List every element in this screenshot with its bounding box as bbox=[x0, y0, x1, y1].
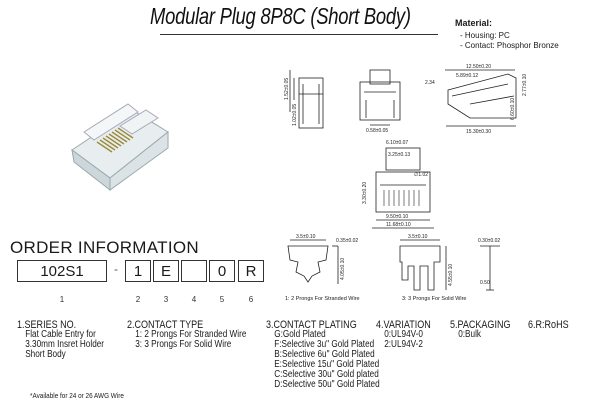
section-series-heading: 1.SERIES NO. bbox=[17, 319, 77, 331]
section-packaging-heading: 5.PACKAGING bbox=[450, 319, 511, 331]
prong-solid-caption: 3: 3 Prongs For Solid Wire bbox=[402, 296, 467, 302]
section-plating-heading: 3.CONTACT PLATING bbox=[266, 319, 357, 331]
position-4: 4 bbox=[191, 295, 197, 304]
section-series-line: Flat Cable Entry for bbox=[25, 329, 96, 340]
dim-top-len2: 5.89±0.12 bbox=[456, 73, 479, 79]
side-view bbox=[289, 70, 324, 129]
order-info-heading: ORDER INFORMATION bbox=[10, 238, 199, 257]
section-packaging-line: 0:Bulk bbox=[458, 329, 481, 340]
section-plating-line: B:Selective 6u" Gold Plated bbox=[274, 349, 375, 360]
dim-body-h: 3.30±0.20 bbox=[362, 181, 368, 204]
material-housing: - Housing: PC bbox=[460, 31, 510, 40]
dim-body-w: 6.10±0.07 bbox=[386, 140, 409, 146]
dim-top-h: 2.77±0.10 bbox=[522, 73, 528, 96]
material-contact: - Contact: Phosphor Bronze bbox=[460, 41, 559, 50]
dim-front-height: 2.34 bbox=[425, 80, 435, 86]
plug-photo bbox=[71, 103, 169, 192]
dim-prong-b-gap: 0.30±0.02 bbox=[478, 238, 501, 244]
dim-angle: ∅1.02 bbox=[414, 172, 429, 178]
code-dash: - bbox=[114, 262, 118, 276]
section-rohs-heading: 6.R:RoHS bbox=[528, 319, 569, 331]
dim-prong-a-h: 4.05±0.10 bbox=[340, 257, 346, 280]
section-rohs: 6.R:RoHS bbox=[528, 319, 569, 331]
section-contact-type-line: 1: 2 Prongs For Stranded Wire bbox=[135, 329, 247, 340]
prong-stranded-drawing bbox=[287, 239, 339, 284]
code-box-variation-blank bbox=[181, 260, 207, 282]
position-1: 1 bbox=[59, 295, 65, 304]
section-contact-type: 2.CONTACT TYPE 1: 2 Prongs For Stranded … bbox=[127, 320, 246, 350]
front-view bbox=[359, 69, 401, 126]
section-series-line: 3.30mm Insret Holder bbox=[25, 339, 105, 350]
dim-prong-b-tip: 0.50 bbox=[480, 280, 490, 286]
section-variation-line: 0:UL94V-0 bbox=[384, 329, 423, 340]
section-plating-line: E:Selective 15u" Gold Plated bbox=[274, 359, 380, 370]
section-packaging: 5.PACKAGING 0:Bulk bbox=[450, 320, 510, 340]
material-heading: Material: bbox=[455, 18, 493, 28]
top-view bbox=[445, 69, 517, 127]
dim-side-height2: 1.02±0.05 bbox=[292, 103, 298, 126]
page-title: Modular Plug 8P8C (Short Body) bbox=[150, 3, 411, 29]
section-plating-line: C:Selective 30u" Gold plated bbox=[274, 369, 379, 380]
position-3: 3 bbox=[163, 295, 169, 304]
dim-side-height: 1.52±0.05 bbox=[284, 77, 290, 100]
section-series: 1.SERIES NO. Flat Cable Entry for 3.30mm… bbox=[17, 320, 104, 360]
section-plating-line: D:Selective 50u" Gold Plated bbox=[274, 379, 380, 390]
position-2: 2 bbox=[135, 295, 141, 304]
code-box-series: 102S1 bbox=[17, 260, 107, 282]
position-6: 6 bbox=[248, 295, 254, 304]
dim-prong-a-gap: 0.35±0.02 bbox=[336, 238, 359, 244]
section-plating-line: G:Gold Plated bbox=[274, 329, 326, 340]
section-variation-line: 2:UL94V-2 bbox=[384, 339, 423, 350]
position-5: 5 bbox=[219, 295, 225, 304]
code-box-variation: 0 bbox=[209, 260, 235, 282]
dim-top-base: 15.30±0.30 bbox=[466, 129, 491, 135]
section-series-line: Short Body bbox=[25, 349, 66, 360]
dim-top-total-h: 6.60±0.10 bbox=[510, 97, 516, 120]
code-box-contact-type: 1 bbox=[125, 260, 151, 282]
dim-body-w2: 3.25±0.13 bbox=[388, 152, 411, 158]
section-view bbox=[480, 245, 500, 291]
section-contact-type-line: 3: 3 Prongs For Solid Wire bbox=[135, 339, 232, 350]
section-variation-heading: 4.VARIATION bbox=[376, 319, 431, 331]
section-variation: 4.VARIATION 0:UL94V-0 2:UL94V-2 bbox=[376, 320, 431, 350]
title-underline bbox=[160, 34, 438, 35]
dim-front-width: 0.58±0.05 bbox=[366, 128, 389, 134]
prong-stranded-caption: 1: 2 Prongs For Stranded Wire bbox=[285, 296, 360, 302]
section-plating: 3.CONTACT PLATING G:Gold Plated F:Select… bbox=[266, 320, 380, 390]
dim-prong-b-h: 4.55±0.10 bbox=[448, 263, 454, 286]
section-plating-line: F:Selective 3u" Gold Plated bbox=[274, 339, 375, 350]
dim-pitch-w: 9.50±0.10 bbox=[386, 214, 409, 220]
prong-solid-drawing bbox=[399, 239, 447, 291]
dim-prong-b-w: 3.5±0.10 bbox=[408, 234, 428, 240]
dim-total-w: 11.68±0.10 bbox=[386, 222, 411, 228]
section-contact-type-heading: 2.CONTACT TYPE bbox=[127, 319, 204, 331]
dim-top-len: 12.50±0.20 bbox=[466, 64, 491, 70]
code-box-plating: E bbox=[153, 260, 179, 282]
footnote: *Available for 24 or 26 AWG Wire bbox=[30, 391, 124, 400]
dim-prong-a-w: 3.5±0.10 bbox=[296, 234, 316, 240]
bottom-view bbox=[372, 147, 434, 229]
code-box-rohs: R bbox=[238, 260, 264, 282]
